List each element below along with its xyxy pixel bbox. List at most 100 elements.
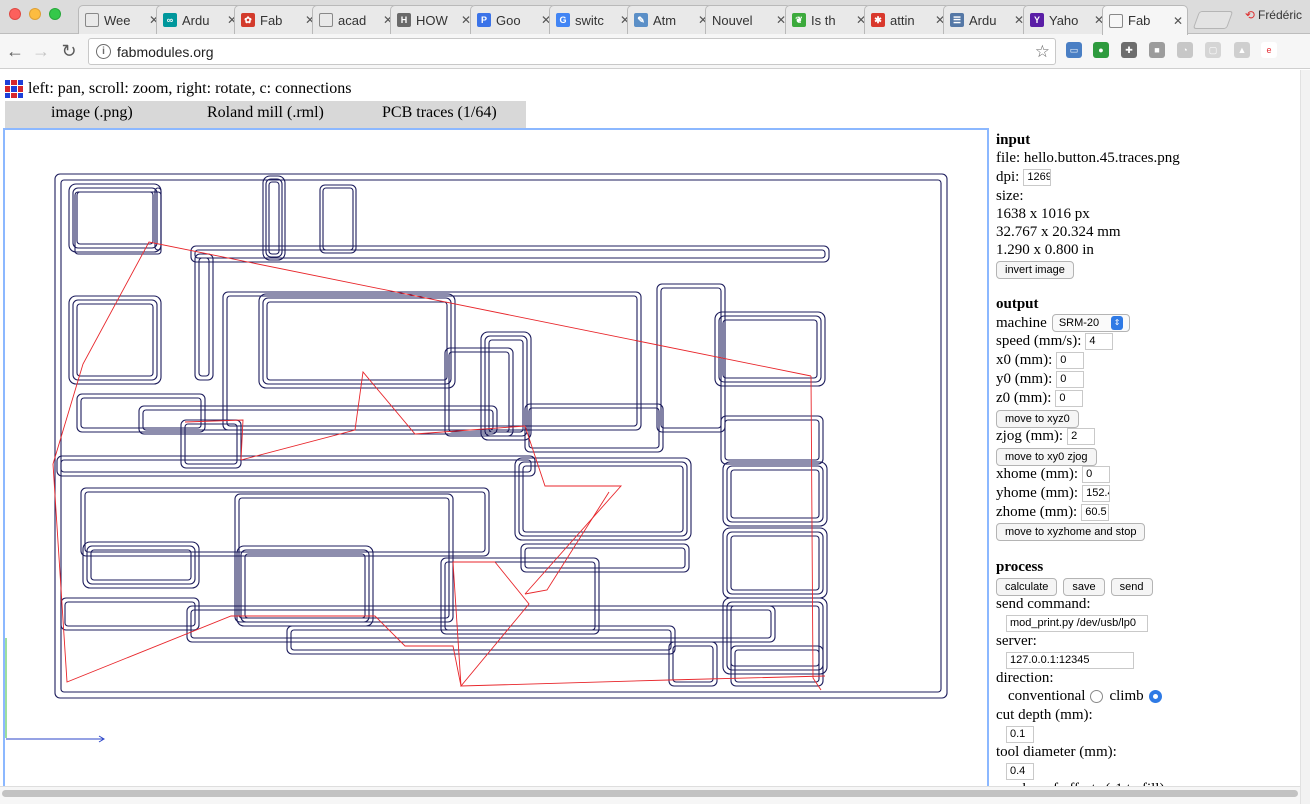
- browser-tab[interactable]: Fab ✕: [1102, 5, 1188, 35]
- move-to-xyzhome-button[interactable]: move to xyzhome and stop: [996, 523, 1146, 541]
- browser-tab[interactable]: ☰Ardu✕: [943, 5, 1029, 34]
- menu-process[interactable]: PCB traces (1/64): [382, 104, 497, 121]
- toolpath-drawing[interactable]: [5, 130, 987, 790]
- tab-label: Fab: [1128, 13, 1151, 28]
- close-tab-icon[interactable]: ✕: [1013, 13, 1024, 27]
- climb-radio[interactable]: [1148, 690, 1162, 703]
- close-tab-icon[interactable]: ✕: [304, 13, 315, 27]
- minimize-window-button[interactable]: [29, 8, 41, 20]
- rss-icon[interactable]: ◔: [1177, 42, 1193, 58]
- browser-tab[interactable]: ✿Fab✕: [234, 5, 320, 34]
- box-icon[interactable]: ▢: [1205, 42, 1221, 58]
- yhome-input[interactable]: 152.4: [1082, 485, 1111, 502]
- reload-button[interactable]: ↻: [58, 41, 80, 63]
- trace: [720, 415, 824, 465]
- menu-output-format[interactable]: Roland mill (.rml): [207, 104, 324, 121]
- y0-input[interactable]: 0: [1056, 371, 1085, 388]
- browser-tab[interactable]: ∞Ardu✕: [156, 5, 242, 34]
- browser-tab[interactable]: Wee ✕: [78, 5, 164, 34]
- profile-button[interactable]: ⟲Frédéric: [1245, 8, 1302, 22]
- z0-input[interactable]: 0: [1055, 390, 1084, 407]
- conventional-radio[interactable]: [1090, 690, 1104, 703]
- browser-tab[interactable]: ❦Is th✕: [785, 5, 871, 34]
- x0-input[interactable]: 0: [1056, 352, 1085, 369]
- send-button[interactable]: send: [1110, 578, 1153, 596]
- url-text[interactable]: fabmodules.org: [117, 44, 214, 60]
- trace: [440, 557, 600, 635]
- bookmark-star-icon[interactable]: ☆: [1034, 42, 1050, 61]
- cut-depth-input[interactable]: 0.1: [1006, 726, 1034, 743]
- pad-trace: [714, 311, 826, 387]
- close-tab-icon[interactable]: ✕: [775, 13, 786, 27]
- vertical-scrollbar[interactable]: [1300, 70, 1310, 804]
- square-icon[interactable]: ■: [1149, 42, 1165, 58]
- triangle-icon[interactable]: ▲: [1234, 42, 1250, 58]
- maximize-window-button[interactable]: [49, 8, 61, 20]
- xhome-input[interactable]: 0: [1082, 466, 1111, 483]
- server-input[interactable]: 127.0.0.1:12345: [1006, 652, 1134, 669]
- close-window-button[interactable]: [9, 8, 21, 20]
- document-icon: [1109, 13, 1123, 28]
- close-tab-icon[interactable]: ✕: [148, 13, 159, 27]
- browser-tab[interactable]: ✎Atm✕: [627, 5, 713, 34]
- browser-toolbar: ← → ↻ i fabmodules.org ☆ ▭ ● ✚ ■ ◔ ▢ ▲ e: [0, 34, 1310, 69]
- back-button[interactable]: ←: [4, 41, 26, 63]
- trace: [80, 487, 490, 557]
- zhome-input[interactable]: 60.5: [1081, 504, 1110, 521]
- close-tab-icon[interactable]: ✕: [934, 13, 945, 27]
- puzzle-icon[interactable]: ✚: [1121, 42, 1137, 58]
- dpi-input[interactable]: 1269: [1023, 169, 1052, 186]
- move-to-xyz0-button[interactable]: move to xyz0: [996, 410, 1079, 428]
- browser-tab[interactable]: Nouvel✕: [705, 5, 791, 34]
- pad-trace: [184, 423, 238, 465]
- menu-input-format[interactable]: image (.png): [51, 104, 133, 121]
- speed-input[interactable]: 4: [1085, 333, 1114, 350]
- send-command-input[interactable]: mod_print.py /dev/usb/lp0: [1006, 615, 1148, 632]
- tool-diameter-input[interactable]: 0.4: [1006, 763, 1034, 780]
- horizontal-scroll-thumb[interactable]: [2, 790, 1298, 797]
- google-icon: G: [556, 13, 570, 27]
- close-tab-icon[interactable]: ✕: [382, 13, 393, 27]
- save-button[interactable]: save: [1063, 578, 1105, 596]
- browser-tab[interactable]: ✱attin✕: [864, 5, 950, 34]
- tab-label: Fab: [260, 12, 283, 28]
- screen-icon[interactable]: ▭: [1066, 42, 1082, 58]
- machine-select[interactable]: SRM-20⇕: [1051, 314, 1131, 332]
- close-tab-icon[interactable]: ✕: [226, 13, 237, 27]
- address-bar[interactable]: i fabmodules.org ☆: [88, 38, 1056, 65]
- globe-icon[interactable]: ●: [1093, 42, 1109, 58]
- browser-tab[interactable]: acad✕: [312, 5, 398, 34]
- trace: [262, 297, 452, 385]
- board-outline-trace: [54, 173, 948, 699]
- trace: [190, 609, 772, 639]
- ebay-icon[interactable]: e: [1261, 42, 1277, 58]
- close-tab-icon[interactable]: ✕: [619, 13, 630, 27]
- fab-modules-logo-icon[interactable]: [5, 80, 23, 98]
- forward-button[interactable]: →: [30, 41, 52, 63]
- trace: [522, 465, 684, 533]
- yhome-label: yhome (mm):: [996, 485, 1079, 501]
- close-tab-icon[interactable]: ✕: [460, 13, 471, 27]
- invert-image-button[interactable]: invert image: [996, 261, 1074, 279]
- zjog-input[interactable]: 2: [1067, 428, 1096, 445]
- tab-label: Wee: [104, 12, 131, 28]
- trace: [138, 405, 498, 435]
- toolpath-canvas[interactable]: [3, 128, 989, 790]
- move-to-xy0-zjog-button[interactable]: move to xy0 zjog: [996, 448, 1097, 466]
- close-tab-icon[interactable]: ✕: [540, 13, 551, 27]
- new-tab-button[interactable]: [1192, 11, 1234, 29]
- trace: [238, 497, 450, 619]
- trace: [286, 625, 676, 655]
- close-tab-icon[interactable]: ✕: [855, 13, 866, 27]
- close-tab-icon[interactable]: ✕: [1172, 13, 1183, 28]
- close-tab-icon[interactable]: ✕: [1093, 13, 1104, 27]
- trace: [86, 545, 196, 585]
- calculate-button[interactable]: calculate: [996, 578, 1058, 596]
- horizontal-scrollbar[interactable]: [0, 786, 1300, 804]
- close-tab-icon[interactable]: ✕: [697, 13, 708, 27]
- info-icon[interactable]: i: [96, 44, 111, 59]
